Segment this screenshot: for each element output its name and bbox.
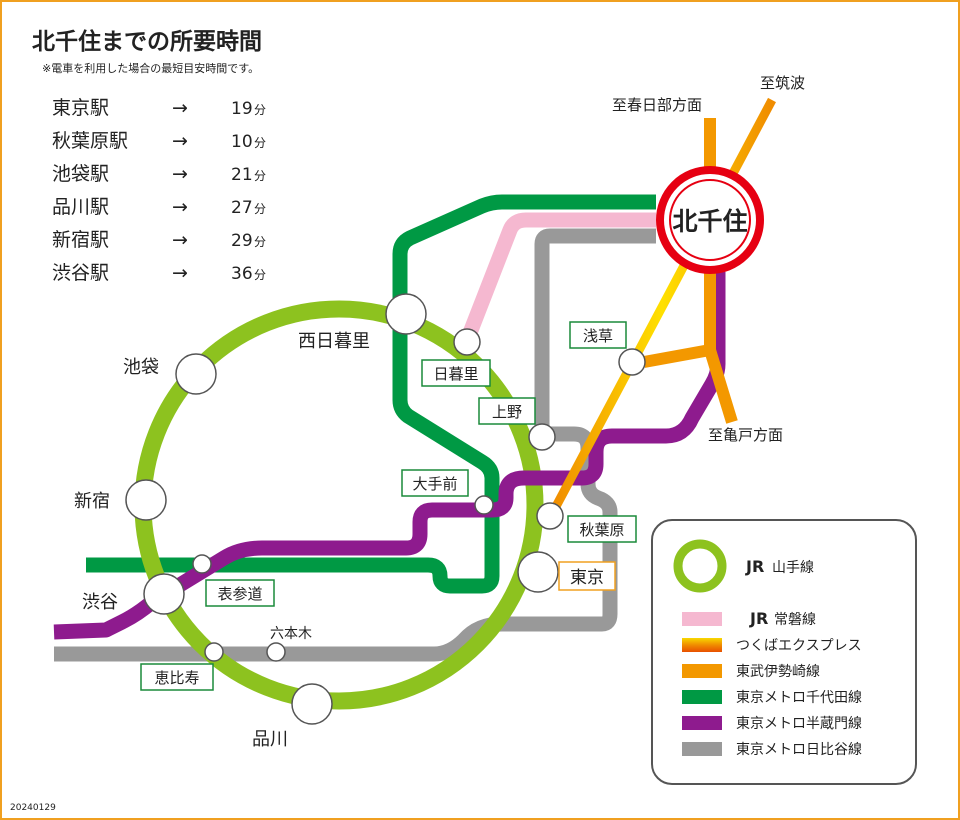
time-station: 品川駅 xyxy=(52,196,109,218)
time-minutes: 19 xyxy=(231,99,253,119)
legend: JR 山手線 JR 常磐線 つくばエクスプレス 東武伊勢崎線 東京メトロ千代田線… xyxy=(651,519,917,785)
station-label-shinjuku: 新宿 xyxy=(74,491,110,512)
station-label-omotesando: 表参道 xyxy=(217,585,262,603)
right-arrow-icon: → xyxy=(172,163,188,185)
station-box xyxy=(140,663,214,691)
right-arrow-icon: → xyxy=(172,196,188,218)
station-box xyxy=(478,397,536,425)
station-circle-icon xyxy=(474,495,494,515)
hanzomon-line xyxy=(53,272,726,640)
time-minutes: 27 xyxy=(231,198,253,218)
time-station: 新宿駅 xyxy=(52,229,109,251)
station-label-asakusa: 浅草 xyxy=(583,327,613,345)
footer-code: 20240129 xyxy=(10,803,56,813)
joban-line xyxy=(461,212,656,341)
hibiya-legend-swatch xyxy=(682,742,722,756)
tobu-legend-swatch xyxy=(682,664,722,678)
time-row: 池袋駅 → 21 分 xyxy=(52,163,266,185)
station-circle-icon xyxy=(536,502,564,530)
station-circle-icon xyxy=(143,573,185,615)
legend-chiyoda: 東京メトロ千代田線 xyxy=(736,690,862,706)
station-box xyxy=(567,515,637,543)
yamanote-legend-icon xyxy=(673,539,727,593)
station-label-otemachi: 大手前 xyxy=(412,475,457,493)
legend-yamanote-jr: JR xyxy=(745,557,764,576)
time-minutes: 29 xyxy=(231,231,253,251)
legend-tobu: 東武伊勢崎線 xyxy=(736,664,820,680)
right-arrow-icon: → xyxy=(172,229,188,251)
station-box xyxy=(205,579,275,607)
time-unit: 分 xyxy=(254,202,266,216)
station-label-nishinippori: 西日暮里 xyxy=(298,331,370,352)
kitasenju-inner-ring xyxy=(669,179,751,261)
station-circle-icon xyxy=(266,642,286,662)
station-label-ebisu: 恵比寿 xyxy=(154,669,199,687)
legend-hibiya: 東京メトロ日比谷線 xyxy=(736,742,862,758)
time-row: 秋葉原駅 → 10 分 xyxy=(52,130,266,152)
chiyoda-legend-swatch xyxy=(682,690,722,704)
station-label-kitasenju: 北千住 xyxy=(672,207,747,236)
station-circle-icon xyxy=(125,479,167,521)
legend-joban-name: 常磐線 xyxy=(774,612,816,628)
time-station: 渋谷駅 xyxy=(52,262,109,284)
station-circle-icon xyxy=(517,551,559,593)
time-minutes: 21 xyxy=(231,165,253,185)
time-minutes: 36 xyxy=(231,264,253,284)
station-circle-icon xyxy=(618,348,646,376)
station-box xyxy=(401,469,469,497)
tsukuba-express-line xyxy=(548,97,776,517)
tsukuba-express-legend-swatch xyxy=(682,638,722,652)
legend-tsukuba-express: つくばエクスプレス xyxy=(736,638,862,654)
time-row: 渋谷駅 → 36 分 xyxy=(52,262,266,284)
station-circle-icon xyxy=(192,554,212,574)
kitasenju-hub-icon xyxy=(656,166,764,274)
right-arrow-icon: → xyxy=(172,97,188,119)
station-circle-icon xyxy=(291,683,333,725)
time-table: 東京駅 → 19 分 秋葉原駅 → 10 分 池袋駅 → 21 分 品川駅 → … xyxy=(52,97,266,284)
station-label-roppongi: 六本木 xyxy=(270,626,312,642)
station-circle-icon xyxy=(528,423,556,451)
time-minutes: 10 xyxy=(231,132,253,152)
hanzomon-legend-swatch xyxy=(682,716,722,730)
right-arrow-icon: → xyxy=(172,130,188,152)
time-station: 東京駅 xyxy=(52,97,109,119)
station-label-akihabara: 秋葉原 xyxy=(579,521,624,539)
legend-hanzomon: 東京メトロ半蔵門線 xyxy=(736,716,862,732)
station-label-ueno: 上野 xyxy=(492,403,522,421)
station-circle-icon xyxy=(204,642,224,662)
direction-tsukuba: 至筑波 xyxy=(760,74,805,92)
time-station: 池袋駅 xyxy=(52,163,109,185)
time-station: 秋葉原駅 xyxy=(52,130,128,152)
time-unit: 分 xyxy=(254,103,266,117)
station-label-nippori: 日暮里 xyxy=(433,365,478,383)
station-box xyxy=(421,359,491,387)
time-unit: 分 xyxy=(254,136,266,150)
direction-kasukabe: 至春日部方面 xyxy=(612,96,702,114)
time-unit: 分 xyxy=(254,169,266,183)
chiyoda-line xyxy=(86,194,656,594)
right-arrow-icon: → xyxy=(172,262,188,284)
page-subtitle: ※電車を利用した場合の最短目安時間です。 xyxy=(42,61,259,75)
time-row: 東京駅 → 19 分 xyxy=(52,97,266,119)
station-label-tokyo: 東京 xyxy=(570,568,604,588)
station-box-tokyo xyxy=(558,561,616,591)
legend-yamanote-name: 山手線 xyxy=(772,560,814,576)
station-label-shibuya: 渋谷 xyxy=(82,592,118,613)
time-unit: 分 xyxy=(254,235,266,249)
time-unit: 分 xyxy=(254,268,266,282)
station-label-shinagawa: 品川 xyxy=(252,729,288,750)
station-circle-icon xyxy=(175,353,217,395)
direction-kameido: 至亀戸方面 xyxy=(708,426,783,444)
station-box xyxy=(569,321,627,349)
station-label-ikebukuro: 池袋 xyxy=(123,357,159,378)
time-row: 新宿駅 → 29 分 xyxy=(52,229,266,251)
time-row: 品川駅 → 27 分 xyxy=(52,196,266,218)
legend-joban-jr: JR xyxy=(749,609,768,628)
station-circle-icon xyxy=(453,328,481,356)
station-circle-icon xyxy=(385,293,427,335)
joban-legend-swatch xyxy=(682,612,722,626)
page-title: 北千住までの所要時間 xyxy=(32,28,262,55)
